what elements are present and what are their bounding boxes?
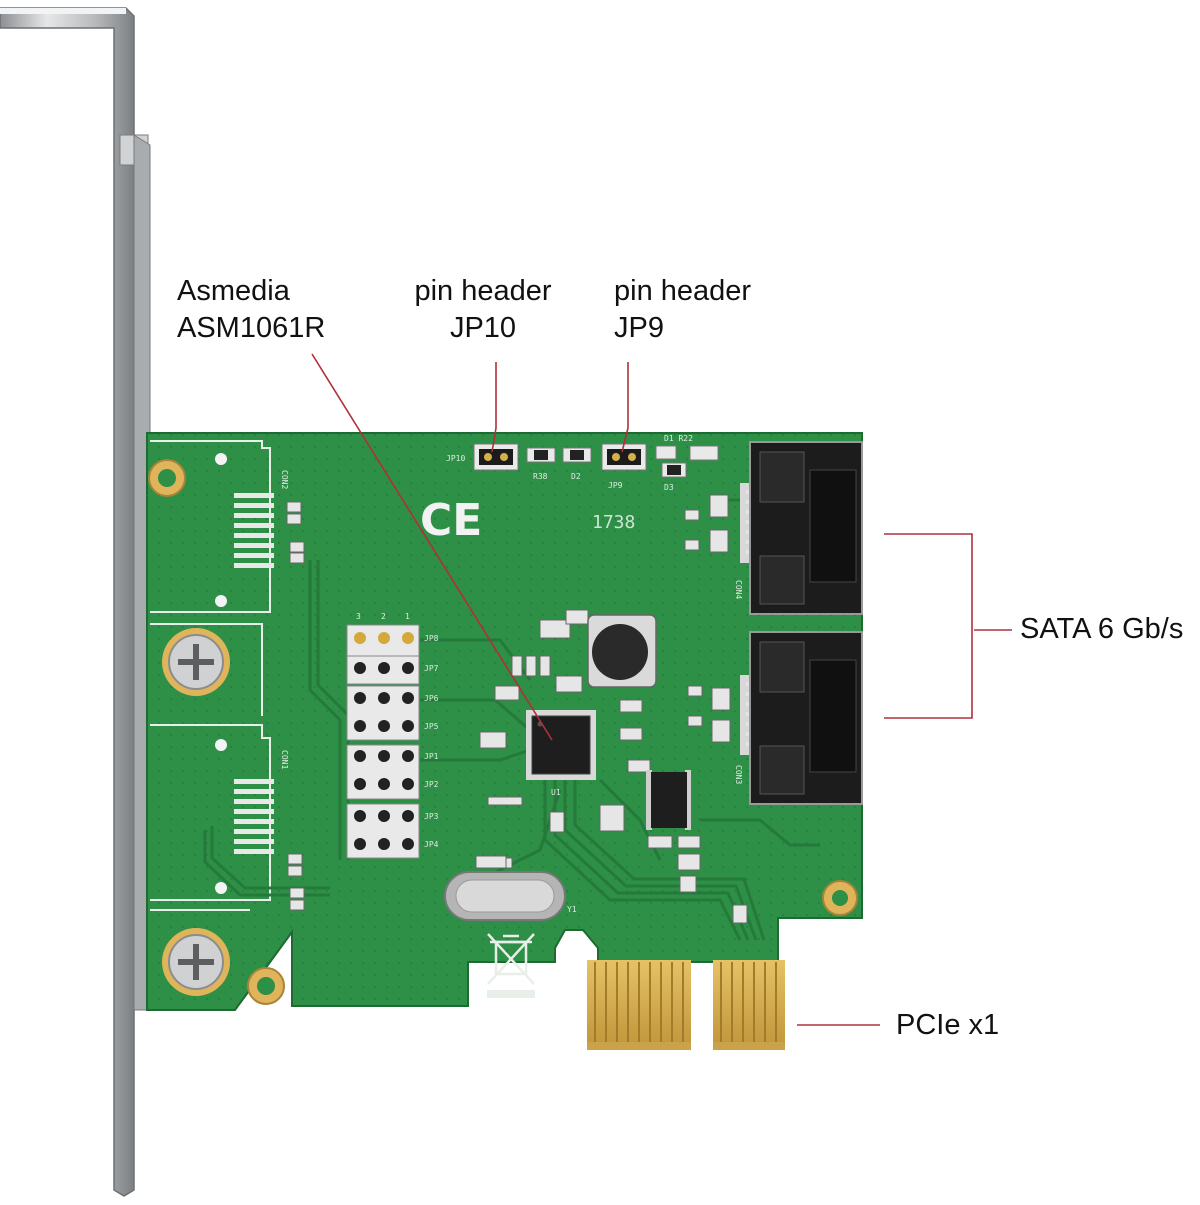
annotation-lines [311,353,1012,1026]
y1-silk: Y1 [567,905,577,914]
sata-connector-bottom [740,631,863,805]
d2-silk: D2 [571,472,581,481]
jumper-col-1: 1 [405,612,410,621]
jp9-silk: JP9 [608,481,623,490]
pcie-label: PCIe x1 [896,1007,999,1044]
bracket-screws [162,628,230,996]
jp10-silk: JP10 [446,454,465,463]
flash-chip [646,770,691,830]
jumper-label-jp4: JP4 [424,840,439,849]
d3-silk: D3 [664,483,674,492]
con4-silk: CON4 [734,580,743,599]
inductor [587,614,657,688]
controller-label-line1: Asmedia [177,275,290,307]
pcie-gold-fingers [587,960,785,1050]
ce-mark: CE [420,495,482,546]
mounting-bracket [0,7,151,1197]
jp9-label-line2: JP9 [614,312,664,344]
internal-footprint-bottom [234,779,274,854]
d1-r22-silk: D1 R22 [664,434,693,443]
controller-label: Asmedia ASM1061R [177,273,325,347]
smd-components [286,494,748,924]
date-code: 1738 [592,512,635,533]
sata-label-text: SATA 6 Gb/s [1020,613,1184,645]
mounting-holes [148,459,858,1005]
con1-silk: CON1 [280,750,289,769]
jumper-label-jp3: JP3 [424,812,439,821]
jp9-header [601,443,647,471]
r38-silk: R38 [533,472,548,481]
con2-silk: CON2 [280,470,289,489]
footprint-holes [215,453,227,894]
jp10-label-line1: pin header [414,275,552,307]
jumper-col-3: 3 [356,612,361,621]
internal-footprint-top [234,493,274,568]
controller-leader-line [311,353,553,741]
asm1061r-chip: U1 [526,710,596,797]
crystal-oscillator: Y1 [444,855,577,921]
smd-parts-top [526,445,719,478]
jp10-leader-line [491,362,497,453]
jumper-label-jp2: JP2 [424,780,439,789]
controller-label-line2: ASM1061R [177,312,326,344]
jumper-label-jp5: JP5 [424,722,439,731]
jumper-block: 3 2 1 JP8 JP7 JP6 JP5 JP1 JP2 JP3 JP4 [346,612,439,859]
jumper-label-jp8: JP8 [424,634,439,643]
u1-silk: U1 [551,788,561,797]
jumper-label-jp7: JP7 [424,664,439,673]
sata-connector-top [740,441,863,615]
con3-silk: CON3 [734,765,743,784]
jp10-header [473,443,519,471]
sata-bracket [884,533,973,719]
pcie-label-text: PCIe x1 [896,1009,1000,1041]
jumper-label-jp6: JP6 [424,694,439,703]
jumper-col-2: 2 [381,612,386,621]
jp9-leader-line [621,362,629,453]
port-footprint-outlines [150,440,271,911]
jp9-label: pin header JP9 [614,273,751,347]
jp9-label-line1: pin header [614,275,752,307]
jp10-label: pin header JP10 [405,273,561,347]
jp10-label-line2: JP10 [449,312,517,344]
weee-bin-icon [487,933,535,998]
jumper-label-jp1: JP1 [424,752,439,761]
sata-label: SATA 6 Gb/s [1020,611,1183,648]
